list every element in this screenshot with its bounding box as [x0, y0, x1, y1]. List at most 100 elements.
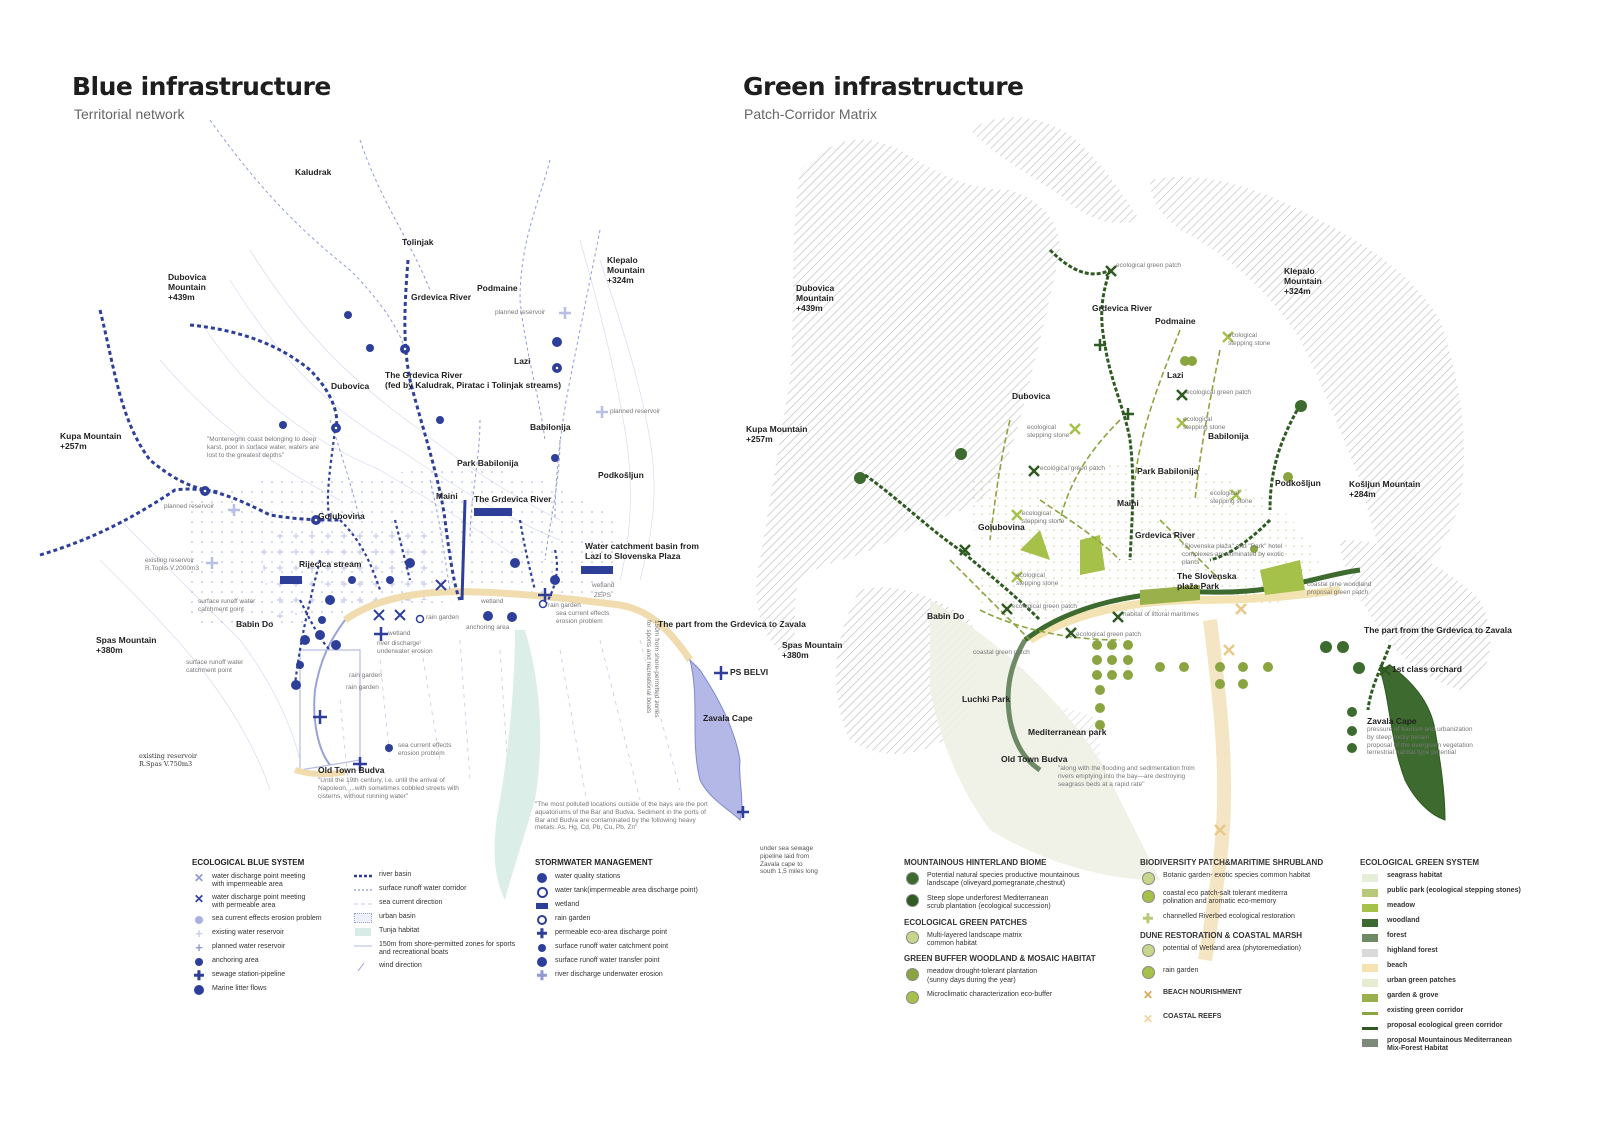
- river-discharge-erosion-icon: ✚: [536, 968, 548, 983]
- green-system-legend-item: proposal ecological green corridor: [1360, 1022, 1560, 1034]
- note-eco-green-patch-5: ecological green patch: [1076, 631, 1142, 638]
- label-klepalo: Klepalo Mountain +324m: [607, 255, 645, 285]
- legend-swatch-icon: [1360, 947, 1380, 959]
- eco-buffer-icon: [904, 990, 920, 1004]
- note-river-discharge: river discharge underwater erosion: [377, 640, 433, 655]
- note-zeps: ZEPS: [594, 592, 611, 599]
- note-slovenska: "Slovenska plaža" and "Park" hotel compl…: [1182, 543, 1284, 566]
- note-eco-green-patch-3: ecological green patch: [1040, 465, 1106, 472]
- plus-mid-icon: +: [195, 939, 203, 955]
- label-podkosljun: Podkošljun: [1275, 478, 1321, 488]
- legend-swatch-icon: [1360, 887, 1380, 899]
- label-kosljun-mountain: Košljun Mountain +284m: [1349, 479, 1421, 499]
- steep-slope-scrub-icon: [904, 894, 920, 908]
- water-tank-icon: [535, 886, 549, 898]
- legend-mountainous-biome: MOUNTAINOUS HINTERLAND BIOME Potential n…: [904, 858, 1124, 1009]
- wind-direction-icon: [353, 962, 373, 972]
- plus-light-icon: +: [195, 925, 203, 941]
- meadow-plantation-icon: [904, 967, 920, 981]
- label-zavala-cape: Zavala Cape: [1367, 716, 1417, 726]
- marine-litter-icon: [192, 984, 206, 995]
- legend-swatch-icon: [1360, 932, 1380, 944]
- label-tolinjak: Tolinjak: [402, 237, 434, 247]
- coastal-reefs-icon: ✕: [1142, 1011, 1154, 1026]
- green-system-legend-item: woodland: [1360, 917, 1560, 929]
- blue-subtitle: Territorial network: [74, 106, 185, 122]
- note-eco-stepping-2: ecological stepping stone: [1183, 416, 1226, 431]
- label-dubovica: Dubovica: [331, 381, 370, 391]
- green-system-legend-item: forest: [1360, 932, 1560, 944]
- green-system-legend-item: seagrass habitat: [1360, 872, 1560, 884]
- blue-title: Blue infrastructure: [72, 72, 331, 101]
- label-kaludrak: Kaludrak: [295, 167, 332, 177]
- label-babilonija: Babilonija: [530, 422, 571, 432]
- label-old-town: Old Town Budva: [318, 765, 385, 775]
- rain-garden-icon: [535, 915, 549, 925]
- label-grdevica-zavala: The part from the Grdevica to Zavala: [658, 619, 806, 629]
- label-rijecica: Rijecica stream: [299, 559, 362, 569]
- legend-ecological-blue-system: ECOLOGICAL BLUE SYSTEM ✕water discharge …: [192, 858, 352, 999]
- note-wetland-3: wetland: [592, 582, 615, 589]
- water-quality-station-icon: [535, 873, 549, 883]
- zones-150-icon: [353, 941, 373, 951]
- legend-ecological-green-system: ECOLOGICAL GREEN SYSTEM seagrass habitat…: [1360, 858, 1560, 1057]
- legend-swatch-icon: [1360, 1022, 1380, 1034]
- blue-infrastructure-panel: Blue infrastructure Territorial network …: [0, 0, 818, 1131]
- green-system-legend-item: highland forest: [1360, 947, 1560, 959]
- note-runoff-1: surface runoff water catchment point: [198, 598, 256, 613]
- note-seagrass: "along with the flooding and sedimentati…: [1058, 765, 1195, 788]
- sea-current-line-icon: [353, 899, 373, 909]
- note-wetland-1: wetland: [481, 598, 504, 605]
- tunja-habitat-icon: [353, 927, 373, 937]
- x-light-icon: ✕: [193, 871, 205, 885]
- light-dot-icon: [192, 915, 206, 925]
- transfer-point-icon: [535, 957, 549, 967]
- label-maini: Maini: [1117, 498, 1139, 508]
- legend-eco-heading: ECOLOGICAL BLUE SYSTEM: [192, 858, 305, 867]
- label-ps-belvi: PS BELVI: [730, 667, 769, 677]
- legend-swatch-icon: [1360, 872, 1380, 884]
- label-dubovica-mountain: Dubovica Mountain +439m: [796, 283, 835, 313]
- note-planned-reservoir-1: planned reservoir: [495, 309, 546, 316]
- green-title: Green infrastructure: [743, 72, 1024, 101]
- plus-dark-icon: ✚: [193, 967, 205, 983]
- label-grdevica-zavala: The part from the Grdevica to Zavala: [1364, 625, 1512, 635]
- note-rain-garden-2: rain garden: [426, 614, 459, 621]
- label-dubovica: Dubovica: [1012, 391, 1051, 401]
- label-mediterranean-park: Mediterranean park: [1028, 727, 1107, 737]
- label-podkosljun: Podkošljun: [598, 470, 644, 480]
- green-system-legend-item: beach: [1360, 962, 1560, 974]
- label-lazi: Lazi: [514, 356, 531, 366]
- note-rain-garden-1: rain garden: [548, 602, 581, 609]
- label-grdevica-river: Grdevica River: [1092, 303, 1153, 313]
- label-babin-do: Babin Do: [927, 611, 965, 621]
- note-montenegrin: "Montenegrin coast belonging to deep kar…: [207, 436, 319, 459]
- green-subtitle: Patch-Corridor Matrix: [744, 106, 878, 122]
- legend-swatch-icon: [1360, 1007, 1380, 1019]
- green-system-legend-item: garden & grove: [1360, 992, 1560, 1004]
- label-park-babilonija: Park Babilonija: [1137, 466, 1199, 476]
- river-basin-line-icon: [353, 871, 373, 881]
- green-map: [756, 117, 1491, 962]
- note-old-town: "Until the 19th century, i.e. until the …: [318, 777, 459, 800]
- note-anchoring: anchoring area: [466, 624, 510, 631]
- label-podmaine: Podmaine: [1155, 316, 1196, 326]
- label-kupa-mountain: Kupa Mountain +257m: [60, 431, 122, 451]
- legend-blue-lines: river basin surface runoff water corrido…: [353, 871, 533, 976]
- green-system-legend-item: urban green patches: [1360, 977, 1560, 989]
- legend-storm-heading: STORMWATER MANAGEMENT: [535, 858, 653, 867]
- label-babin-do: Babin Do: [236, 619, 274, 629]
- label-klepalo: Klepalo Mountain +324m: [1284, 266, 1322, 296]
- beach-nourishment-icon: ✕: [1142, 987, 1154, 1002]
- green-system-legend-item: proposal Mountainous Mediterranean Mix-F…: [1360, 1037, 1560, 1054]
- urban-basin-icon: [353, 913, 373, 923]
- note-planned-reservoir-2: planned reservoir: [610, 408, 661, 415]
- label-maini: Maini: [436, 491, 458, 501]
- label-golubovina: Golubovina: [978, 522, 1025, 532]
- note-polluted: "The most polluted locations outside of …: [535, 801, 708, 832]
- label-spas-mountain: Spas Mountain +380m: [782, 640, 843, 660]
- note-existing-reservoir: existing reservoir R.Toplis V.2000m3: [145, 557, 199, 572]
- label-lazi: Lazi: [1167, 370, 1184, 380]
- label-babilonija: Babilonija: [1208, 431, 1249, 441]
- label-park-babilonija: Park Babilonija: [457, 458, 519, 468]
